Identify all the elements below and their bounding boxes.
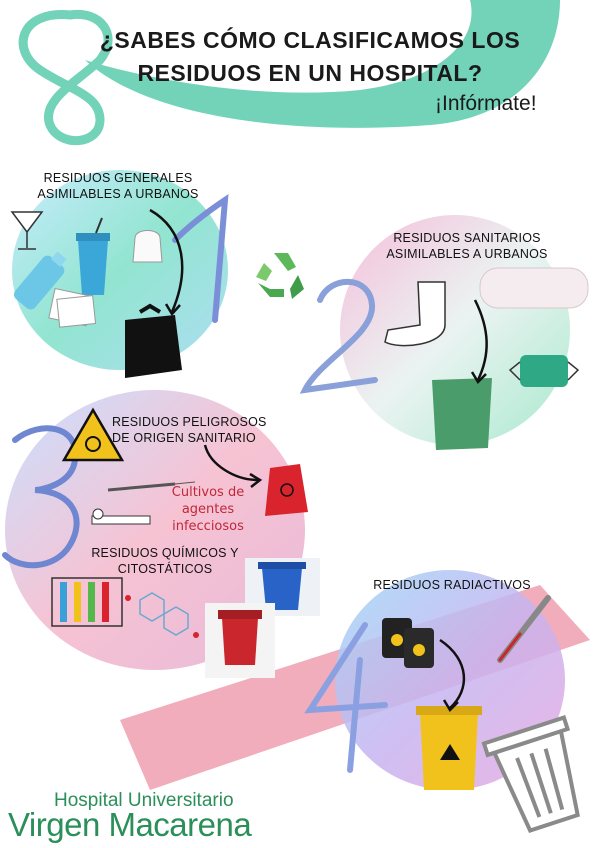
- arrow-3-icon: [203, 444, 259, 482]
- plastic-bag-icon: [132, 230, 163, 263]
- section-3-label: RESIDUOS PELIGROSOS DE ORIGEN SANITARIO: [112, 415, 267, 445]
- cup-icon: [76, 217, 110, 295]
- section-3-chemical-label: RESIDUOS QUÍMICOS Y CITOSTÁTICOS: [91, 546, 239, 576]
- recycle-icon: [256, 253, 304, 299]
- papers-icon: [48, 287, 97, 328]
- number-2-icon: [299, 278, 378, 394]
- green-bag-icon: [432, 378, 492, 450]
- arrow-4-icon: [439, 638, 466, 709]
- number-3-icon: [2, 425, 80, 569]
- radioactive-barrels-icon: [382, 618, 434, 668]
- title-line-1: ¿SABES CÓMO CLASIFICAMOS LOS: [99, 27, 521, 53]
- page-title: ¿SABES CÓMO CLASIFICAMOS LOS RESIDUOS EN…: [60, 24, 560, 90]
- red-biohazard-bag-icon: [265, 464, 308, 516]
- molecule-icon: [125, 592, 199, 638]
- martini-glass-icon: [10, 211, 44, 250]
- arrow-1-icon: [149, 208, 184, 313]
- test-tubes-icon: [51, 577, 123, 627]
- thermometer-icon: [497, 595, 551, 663]
- number-4-icon: [304, 622, 388, 773]
- black-bag-icon: [125, 303, 182, 378]
- number-1-icon: [172, 194, 229, 323]
- red-bin-icon: [205, 603, 275, 678]
- subtitle: ¡Infórmate!: [435, 92, 537, 115]
- trash-can-outline-icon: [481, 715, 580, 833]
- section-4-label: RESIDUOS RADIACTIVOS: [373, 578, 531, 592]
- biohazard-sign-icon: [61, 407, 125, 462]
- yellow-bin-icon: [416, 706, 482, 790]
- arrow-2-icon: [473, 299, 488, 381]
- water-bottle-icon: [13, 251, 67, 310]
- teal-swoosh: [85, 0, 560, 128]
- cast-foot-icon: [384, 281, 446, 347]
- section-2-label: RESIDUOS SANITARIOS ASIMILABLES A URBANO…: [386, 231, 548, 261]
- section-1-label: RESIDUOS GENERALES ASIMILABLES A URBANOS: [37, 171, 199, 201]
- sanitary-pad-icon: [479, 267, 589, 309]
- logo-line-2: Virgen Macarena: [8, 806, 252, 843]
- logo-line-1: Hospital Universitario: [54, 790, 234, 811]
- syringe-icon: [107, 481, 196, 492]
- eight-outline: [18, 9, 113, 145]
- title-line-2: RESIDUOS EN UN HOSPITAL?: [137, 60, 483, 86]
- section-3-note: Cultivos de agentes infecciosos: [171, 485, 245, 534]
- patient-icon: [91, 508, 151, 525]
- mask-icon: [508, 355, 580, 387]
